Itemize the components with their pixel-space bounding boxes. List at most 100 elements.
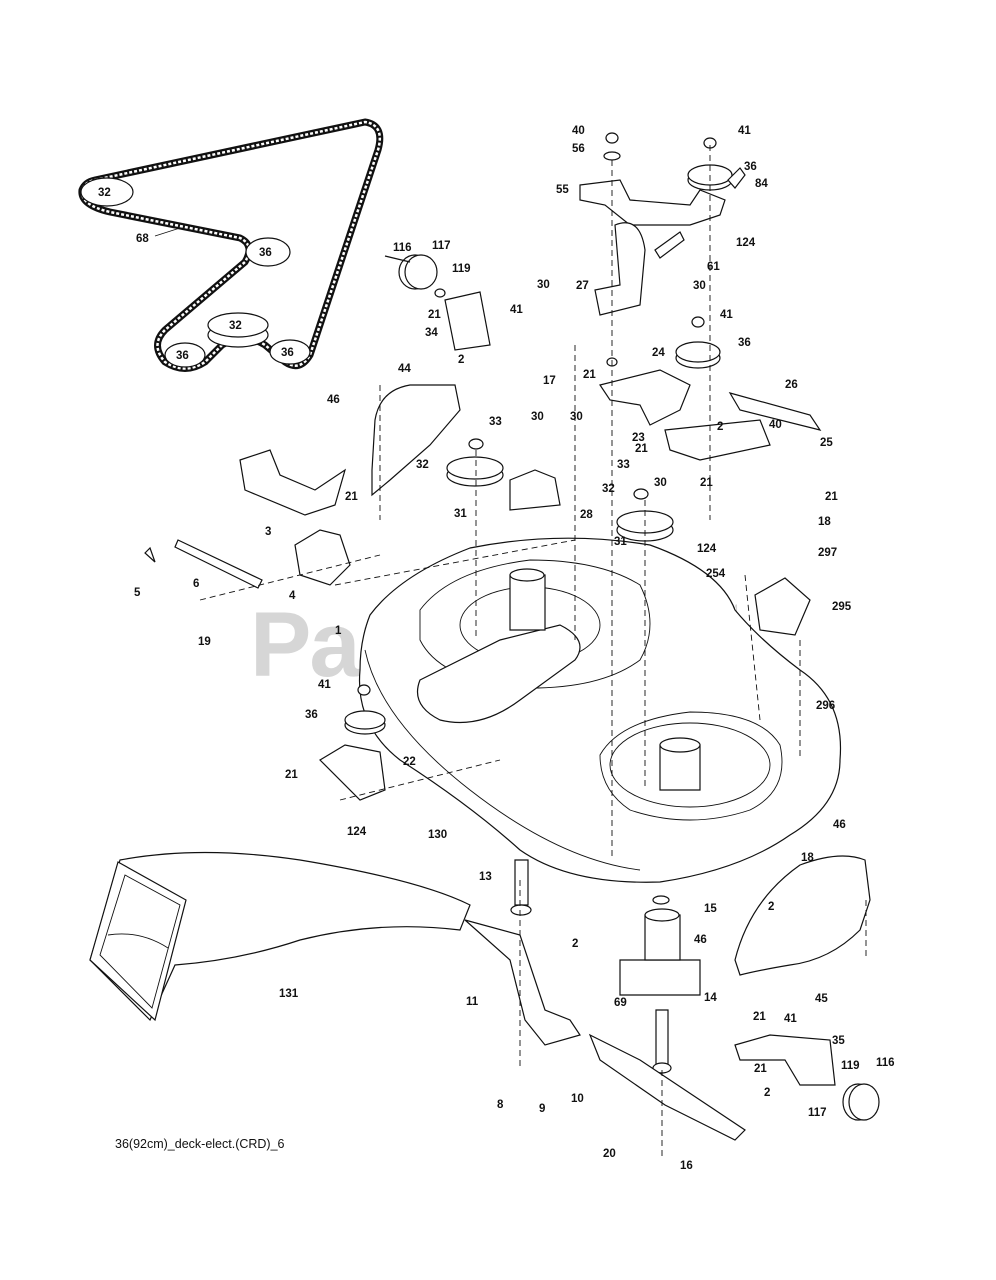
part-label-119: 119: [841, 1060, 860, 1072]
part-label-36: 36: [738, 337, 751, 349]
part-label-2: 2: [764, 1087, 770, 1099]
part-label-23: 23: [632, 432, 645, 444]
part-label-11: 11: [466, 996, 479, 1008]
part-label-14: 14: [704, 992, 717, 1004]
part-label-26: 26: [785, 379, 798, 391]
part-label-27: 27: [576, 280, 589, 292]
part-label-46: 46: [833, 819, 846, 831]
part-label-21: 21: [825, 491, 838, 503]
part-label-116: 116: [876, 1057, 895, 1069]
inset-pulley-label: 36: [281, 347, 294, 359]
part-label-46: 46: [694, 934, 707, 946]
part-label-30: 30: [537, 279, 550, 291]
part-label-20: 20: [603, 1148, 616, 1160]
inset-pulley-label: 36: [176, 350, 189, 362]
part-label-34: 34: [425, 327, 438, 339]
part-label-56: 56: [572, 143, 585, 155]
part-label-124: 124: [347, 826, 367, 838]
part-label-2: 2: [717, 421, 723, 433]
part-label-21: 21: [635, 443, 648, 455]
belt-routing-inset: 32 36 32 36 36 68: [78, 118, 384, 372]
part-label-61: 61: [707, 261, 720, 273]
inset-pulley-36-c: 36: [269, 339, 311, 365]
part-label-41: 41: [510, 304, 523, 316]
part-label-5: 5: [134, 587, 141, 599]
part-label-30: 30: [693, 280, 706, 292]
part-label-41: 41: [318, 679, 331, 691]
part-label-36: 36: [744, 161, 757, 173]
part-label-41: 41: [720, 309, 733, 321]
part-label-28: 28: [580, 509, 593, 521]
belt-part-label: 68: [136, 233, 149, 245]
part-label-116: 116: [393, 242, 412, 254]
inset-pulley-label: 36: [259, 247, 272, 259]
inset-pulley-label: 32: [98, 187, 111, 199]
part-label-32: 32: [602, 483, 615, 495]
part-label-31: 31: [614, 536, 627, 548]
inset-pulley-label: 32: [229, 320, 242, 332]
part-label-1: 1: [335, 625, 342, 637]
part-label-117: 117: [808, 1107, 827, 1119]
inset-pulley-32-b: 32: [207, 312, 269, 348]
part-label-21: 21: [345, 491, 358, 503]
left-idler: [319, 684, 386, 801]
inset-pulley-36-a: 36: [245, 237, 291, 267]
inset-pulley-32-a: 32: [80, 177, 134, 207]
part-label-41: 41: [784, 1013, 797, 1025]
part-label-46: 46: [327, 394, 340, 406]
part-label-2: 2: [458, 354, 464, 366]
idler-arm-assembly: [579, 132, 822, 461]
part-label-117: 117: [432, 240, 451, 252]
mower-deck: [358, 537, 842, 883]
part-label-30: 30: [654, 477, 667, 489]
part-label-36: 36: [305, 709, 318, 721]
part-label-30: 30: [570, 411, 583, 423]
part-label-6: 6: [193, 578, 199, 590]
part-label-124: 124: [736, 237, 756, 249]
blades: [464, 919, 746, 1141]
part-label-55: 55: [556, 184, 569, 196]
part-label-45: 45: [815, 993, 828, 1005]
part-label-296: 296: [816, 700, 835, 712]
part-label-18: 18: [801, 852, 814, 864]
part-label-15: 15: [704, 903, 717, 915]
part-label-69: 69: [614, 997, 627, 1009]
part-label-22: 22: [403, 756, 416, 768]
part-label-21: 21: [285, 769, 298, 781]
part-label-40: 40: [572, 125, 585, 137]
part-label-21: 21: [753, 1011, 766, 1023]
part-label-30: 30: [531, 411, 544, 423]
part-label-2: 2: [768, 901, 774, 913]
part-label-35: 35: [832, 1035, 845, 1047]
part-label-40: 40: [769, 419, 782, 431]
part-label-295: 295: [832, 601, 852, 613]
part-label-41: 41: [738, 125, 751, 137]
right-parts: [734, 577, 871, 976]
deck-housing: [358, 537, 842, 883]
part-label-33: 33: [489, 416, 502, 428]
part-label-131: 131: [279, 988, 299, 1000]
part-label-19: 19: [198, 636, 211, 648]
part-label-9: 9: [539, 1103, 545, 1115]
part-label-24: 24: [652, 347, 665, 359]
part-label-254: 254: [706, 568, 726, 580]
part-label-31: 31: [454, 508, 467, 520]
part-label-21: 21: [754, 1063, 767, 1075]
part-label-4: 4: [289, 590, 296, 602]
part-label-17: 17: [543, 375, 556, 387]
part-label-21: 21: [700, 477, 713, 489]
part-label-84: 84: [755, 178, 768, 190]
part-label-21: 21: [583, 369, 596, 381]
inset-pulley-36-b: 36: [164, 342, 206, 368]
part-label-3: 3: [265, 526, 271, 538]
left-brackets: [144, 384, 461, 589]
part-label-16: 16: [680, 1160, 693, 1172]
part-label-44: 44: [398, 363, 411, 375]
part-label-2: 2: [572, 938, 578, 950]
part-label-25: 25: [820, 437, 833, 449]
part-label-13: 13: [479, 871, 492, 883]
part-label-8: 8: [497, 1099, 504, 1111]
deck-wheel-bracket-left: [384, 254, 491, 351]
